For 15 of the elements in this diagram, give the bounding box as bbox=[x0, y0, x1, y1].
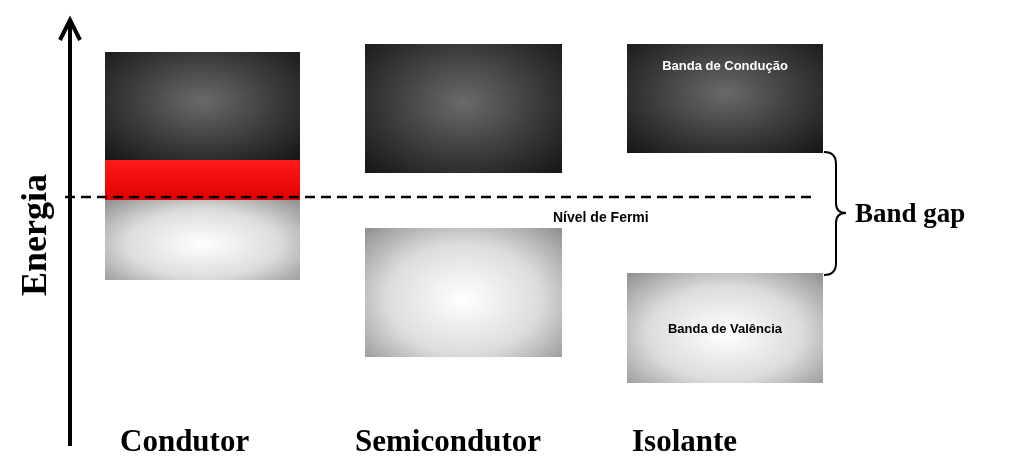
energy-band bbox=[365, 44, 562, 173]
axis-label: Energia bbox=[16, 174, 52, 296]
energy-band bbox=[365, 228, 562, 357]
energy-band bbox=[627, 44, 823, 153]
band-gap-label: Band gap bbox=[855, 200, 966, 227]
band-label: Banda de Valência bbox=[667, 320, 783, 336]
column-label: Isolante bbox=[632, 425, 738, 456]
energy-band bbox=[627, 273, 823, 383]
energy-band bbox=[105, 52, 300, 160]
column-label: Condutor bbox=[120, 425, 250, 456]
energy-band bbox=[105, 160, 300, 200]
energy-band bbox=[105, 200, 300, 280]
column-label: Semicondutor bbox=[355, 425, 541, 456]
band-label: Banda de Condução bbox=[662, 58, 788, 73]
fermi-level-label: Nível de Fermi bbox=[553, 210, 649, 224]
